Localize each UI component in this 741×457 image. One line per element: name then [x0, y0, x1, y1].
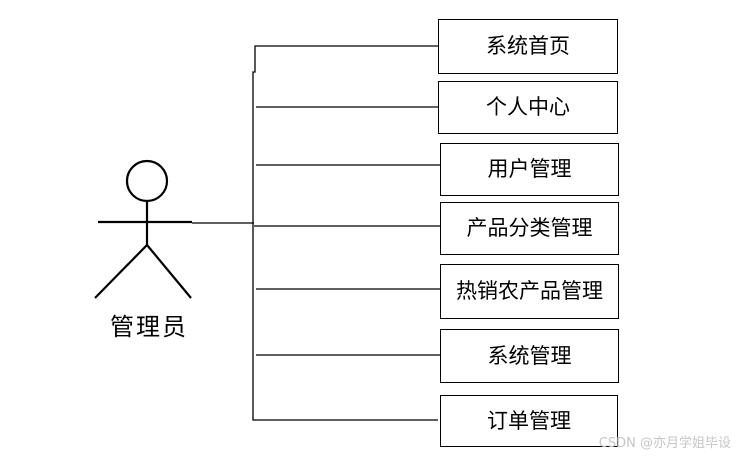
function-box-hot-product-management: 热销农产品管理 [440, 264, 619, 319]
trunk-line [252, 45, 438, 421]
actor-label: 管理员 [110, 313, 188, 341]
function-box-system-management: 系统管理 [440, 329, 619, 383]
actor-right-leg [146, 244, 192, 299]
function-box-user-management: 用户管理 [440, 143, 619, 196]
function-box-personal-center: 个人中心 [438, 81, 618, 134]
function-box-order-management: 订单管理 [440, 395, 618, 447]
function-box-category-management: 产品分类管理 [440, 202, 619, 255]
watermark-text: CSDN @亦月学姐毕设 [598, 436, 731, 451]
function-box-home: 系统首页 [438, 19, 618, 74]
actor-left-leg [94, 244, 148, 299]
actor-figure [94, 159, 192, 299]
actor-head [125, 159, 169, 203]
